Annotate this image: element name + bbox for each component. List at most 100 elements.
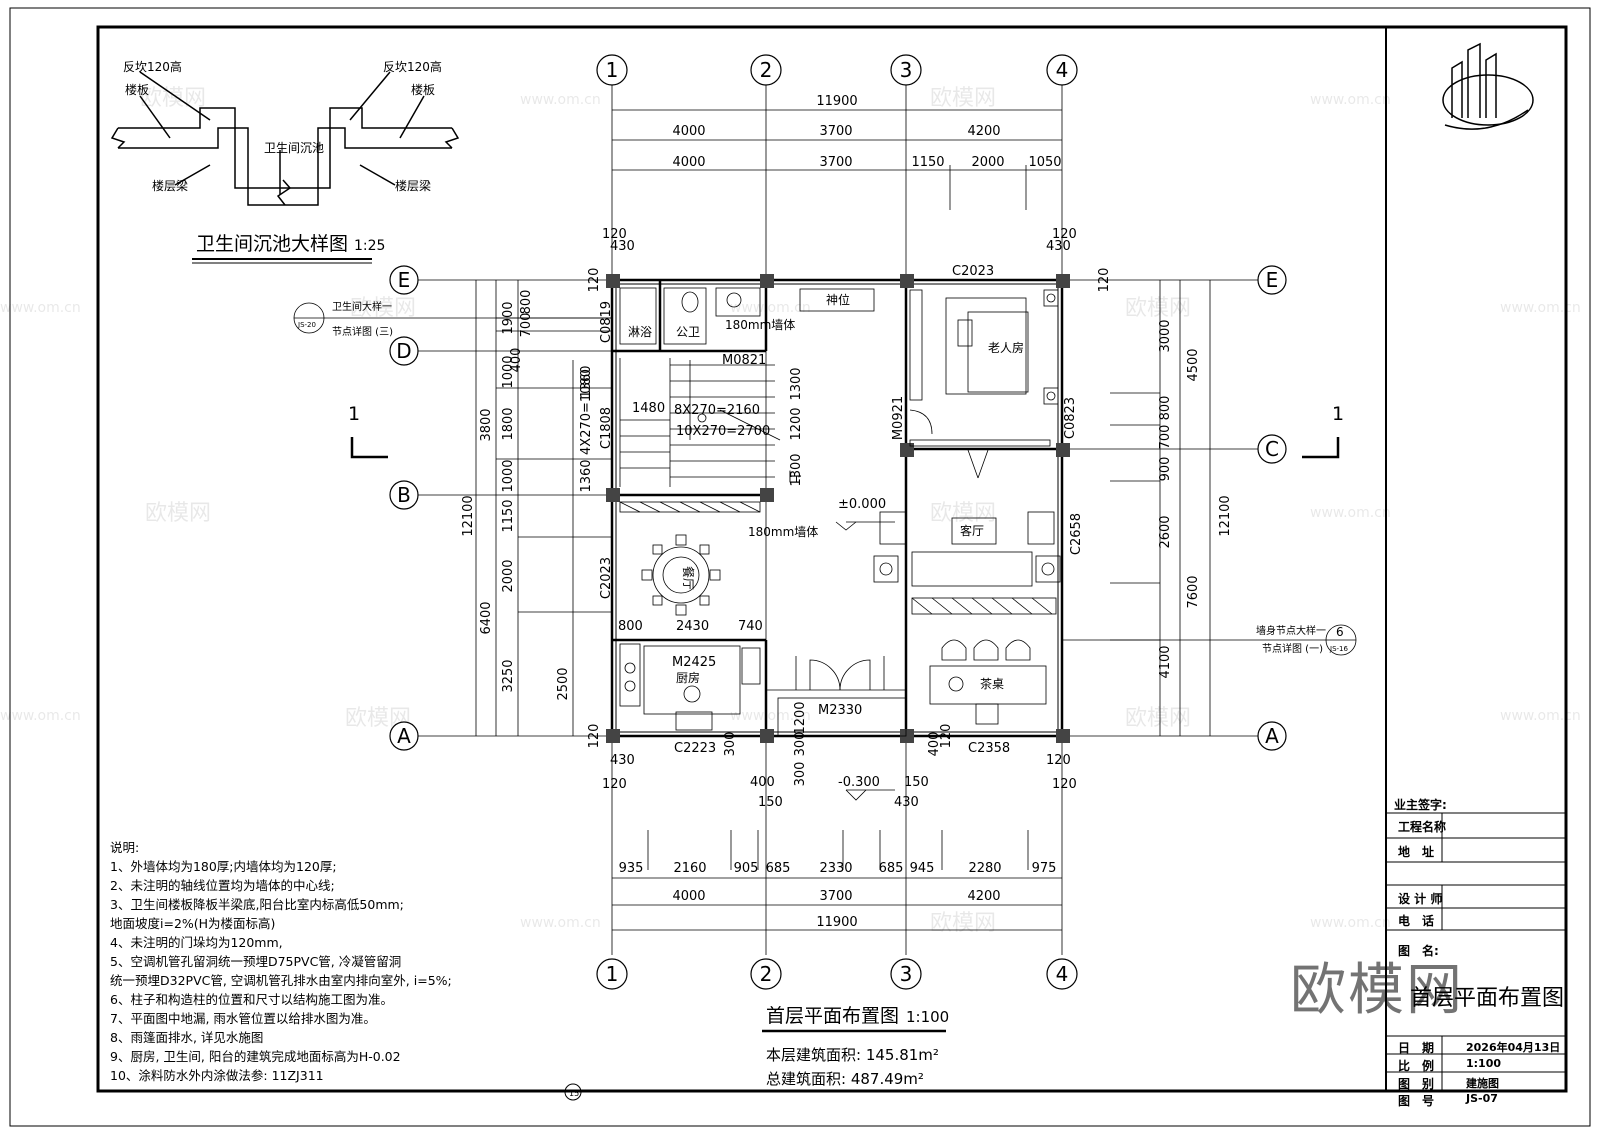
callout-left (293, 302, 612, 334)
door-tag: M0921 (891, 396, 906, 440)
date-value: 2026年04月13日 (1466, 1041, 1561, 1054)
dim-right: 800 (1158, 396, 1173, 421)
dim-inner: 120 (1097, 268, 1112, 293)
watermark: 欧模网 (930, 501, 997, 526)
watermark: 欧模网 (930, 911, 997, 936)
dim-top: 1050 (1028, 155, 1061, 170)
dim-top: 3700 (819, 155, 852, 170)
window-tag: C2658 (1069, 513, 1084, 555)
dim-left: 1150 (501, 499, 516, 532)
dim-inner: 800 (618, 619, 643, 634)
callout-ref: 6 (1336, 625, 1344, 639)
axis-label: B (397, 483, 411, 507)
dim-left: 800 (519, 290, 534, 315)
dim-inner: 400 (927, 732, 942, 757)
dining-furniture (641, 534, 721, 616)
detail-scale: 1:25 (354, 238, 385, 254)
window-tag: C0819 (599, 301, 614, 343)
dim-inner: 150 (758, 795, 783, 810)
notes-ref-circle (564, 1083, 582, 1101)
axis-label: 1 (606, 962, 619, 986)
watermark-site: www.om.cn (1500, 708, 1581, 724)
kitchen-furniture (619, 643, 761, 731)
dim-left: 400 (509, 348, 524, 373)
dim-top: 1150 (911, 155, 944, 170)
title-block (1386, 812, 1566, 1091)
window-tag: C2023 (599, 557, 614, 599)
dim-inner: 430 (1046, 239, 1071, 254)
axis-label: A (397, 724, 411, 748)
axis-label: E (1266, 268, 1279, 292)
axis-label: D (396, 339, 411, 363)
section-mark-label: 1 (348, 403, 360, 425)
dim-inner: 430 (610, 239, 635, 254)
dim-inner: 1200 (793, 701, 808, 734)
dim-right: 12100 (1218, 495, 1233, 536)
wall-note: 180mm墙体 (725, 318, 795, 332)
stair-note: 10X270=2700 (676, 424, 770, 439)
window-tag: C2023 (952, 264, 994, 279)
scale-label: 比 例 (1398, 1059, 1435, 1073)
door-tag: M2425 (672, 655, 716, 670)
inner-frame (96, 25, 1568, 1093)
room-label: 厨房 (676, 670, 700, 685)
callout-ref: JS-20 (297, 321, 316, 329)
detail-label: 楼层梁 (395, 178, 431, 193)
watermark-site: www.om.cn (730, 300, 811, 316)
dim-left: 1360 (579, 365, 594, 398)
note-line: 4、未注明的门垛均为120mm, (110, 935, 283, 950)
window-tag: C0823 (1063, 397, 1078, 439)
note-line: 10、涂料防水外内涂做法参: 11ZJ311 (110, 1068, 324, 1083)
address-label: 地 址 (1398, 845, 1435, 859)
section-marks (350, 437, 1340, 459)
dim-inner: 300 (723, 732, 738, 757)
dim-bottom: 685 (879, 861, 904, 876)
note-line: 5、空调机管孔留洞统一预埋D75PVC管, 冷凝管留洞 (110, 954, 402, 969)
scale-value: 1:100 (1466, 1057, 1502, 1070)
watermark: 欧模网 (145, 501, 212, 526)
stair-note: 1480 (632, 401, 665, 416)
dim-inner: 1300 (789, 453, 804, 486)
dim-bottom: 2160 (673, 861, 706, 876)
number-label: 图 号 (1398, 1094, 1435, 1108)
notes-heading: 说明: (110, 840, 140, 855)
dim-left: 12100 (461, 495, 476, 536)
dim-inner: 120 (1052, 777, 1077, 792)
axis-label: 4 (1056, 58, 1069, 82)
dim-inner: 430 (894, 795, 919, 810)
category-value: 建施图 (1466, 1077, 1499, 1090)
dim-right: 4100 (1158, 645, 1173, 678)
callout-text: 墙身节点大样一 (1256, 624, 1326, 637)
callout-right (1062, 624, 1357, 656)
axis-label: A (1265, 724, 1279, 748)
watermark-site: www.om.cn (730, 708, 811, 724)
axis-label: 4 (1056, 962, 1069, 986)
dim-left: 2000 (501, 559, 516, 592)
window-tag: C1808 (599, 407, 614, 449)
watermark-site: www.om.cn (1500, 300, 1581, 316)
outer-frame (9, 7, 1591, 1127)
watermark-site: www.om.cn (1310, 915, 1391, 931)
detail-title: 卫生间沉池大样图 (196, 233, 348, 255)
dim-left: 3800 (479, 408, 494, 441)
dim-total-bottom: 11900 (816, 915, 857, 930)
dim-top: 3700 (819, 124, 852, 139)
living-furniture (873, 511, 1061, 725)
company-logo (1442, 42, 1534, 130)
detail-label: 反坎120高 (383, 59, 442, 74)
dim-inner: 120 (1052, 227, 1077, 242)
callout-text: 节点详图 (一) (1262, 642, 1323, 655)
dim-inner: 430 (610, 753, 635, 768)
room-label: 老人房 (988, 340, 1024, 355)
room-label: 客厅 (960, 523, 984, 538)
dim-bottom: 685 (766, 861, 791, 876)
axis-label: C (1265, 437, 1279, 461)
dim-bottom: 4200 (967, 889, 1000, 904)
dim-inner: 1300 (789, 367, 804, 400)
dim-inner: 120 (1046, 753, 1071, 768)
elevation-mark: -0.300 (838, 775, 880, 790)
dim-inner: 2430 (676, 619, 709, 634)
axis-bubbles (389, 54, 1287, 990)
dim-left: 2500 (556, 667, 571, 700)
note-line: 3、卫生间楼板降板半梁底,阳台比室内标高低50mm; (110, 897, 404, 912)
